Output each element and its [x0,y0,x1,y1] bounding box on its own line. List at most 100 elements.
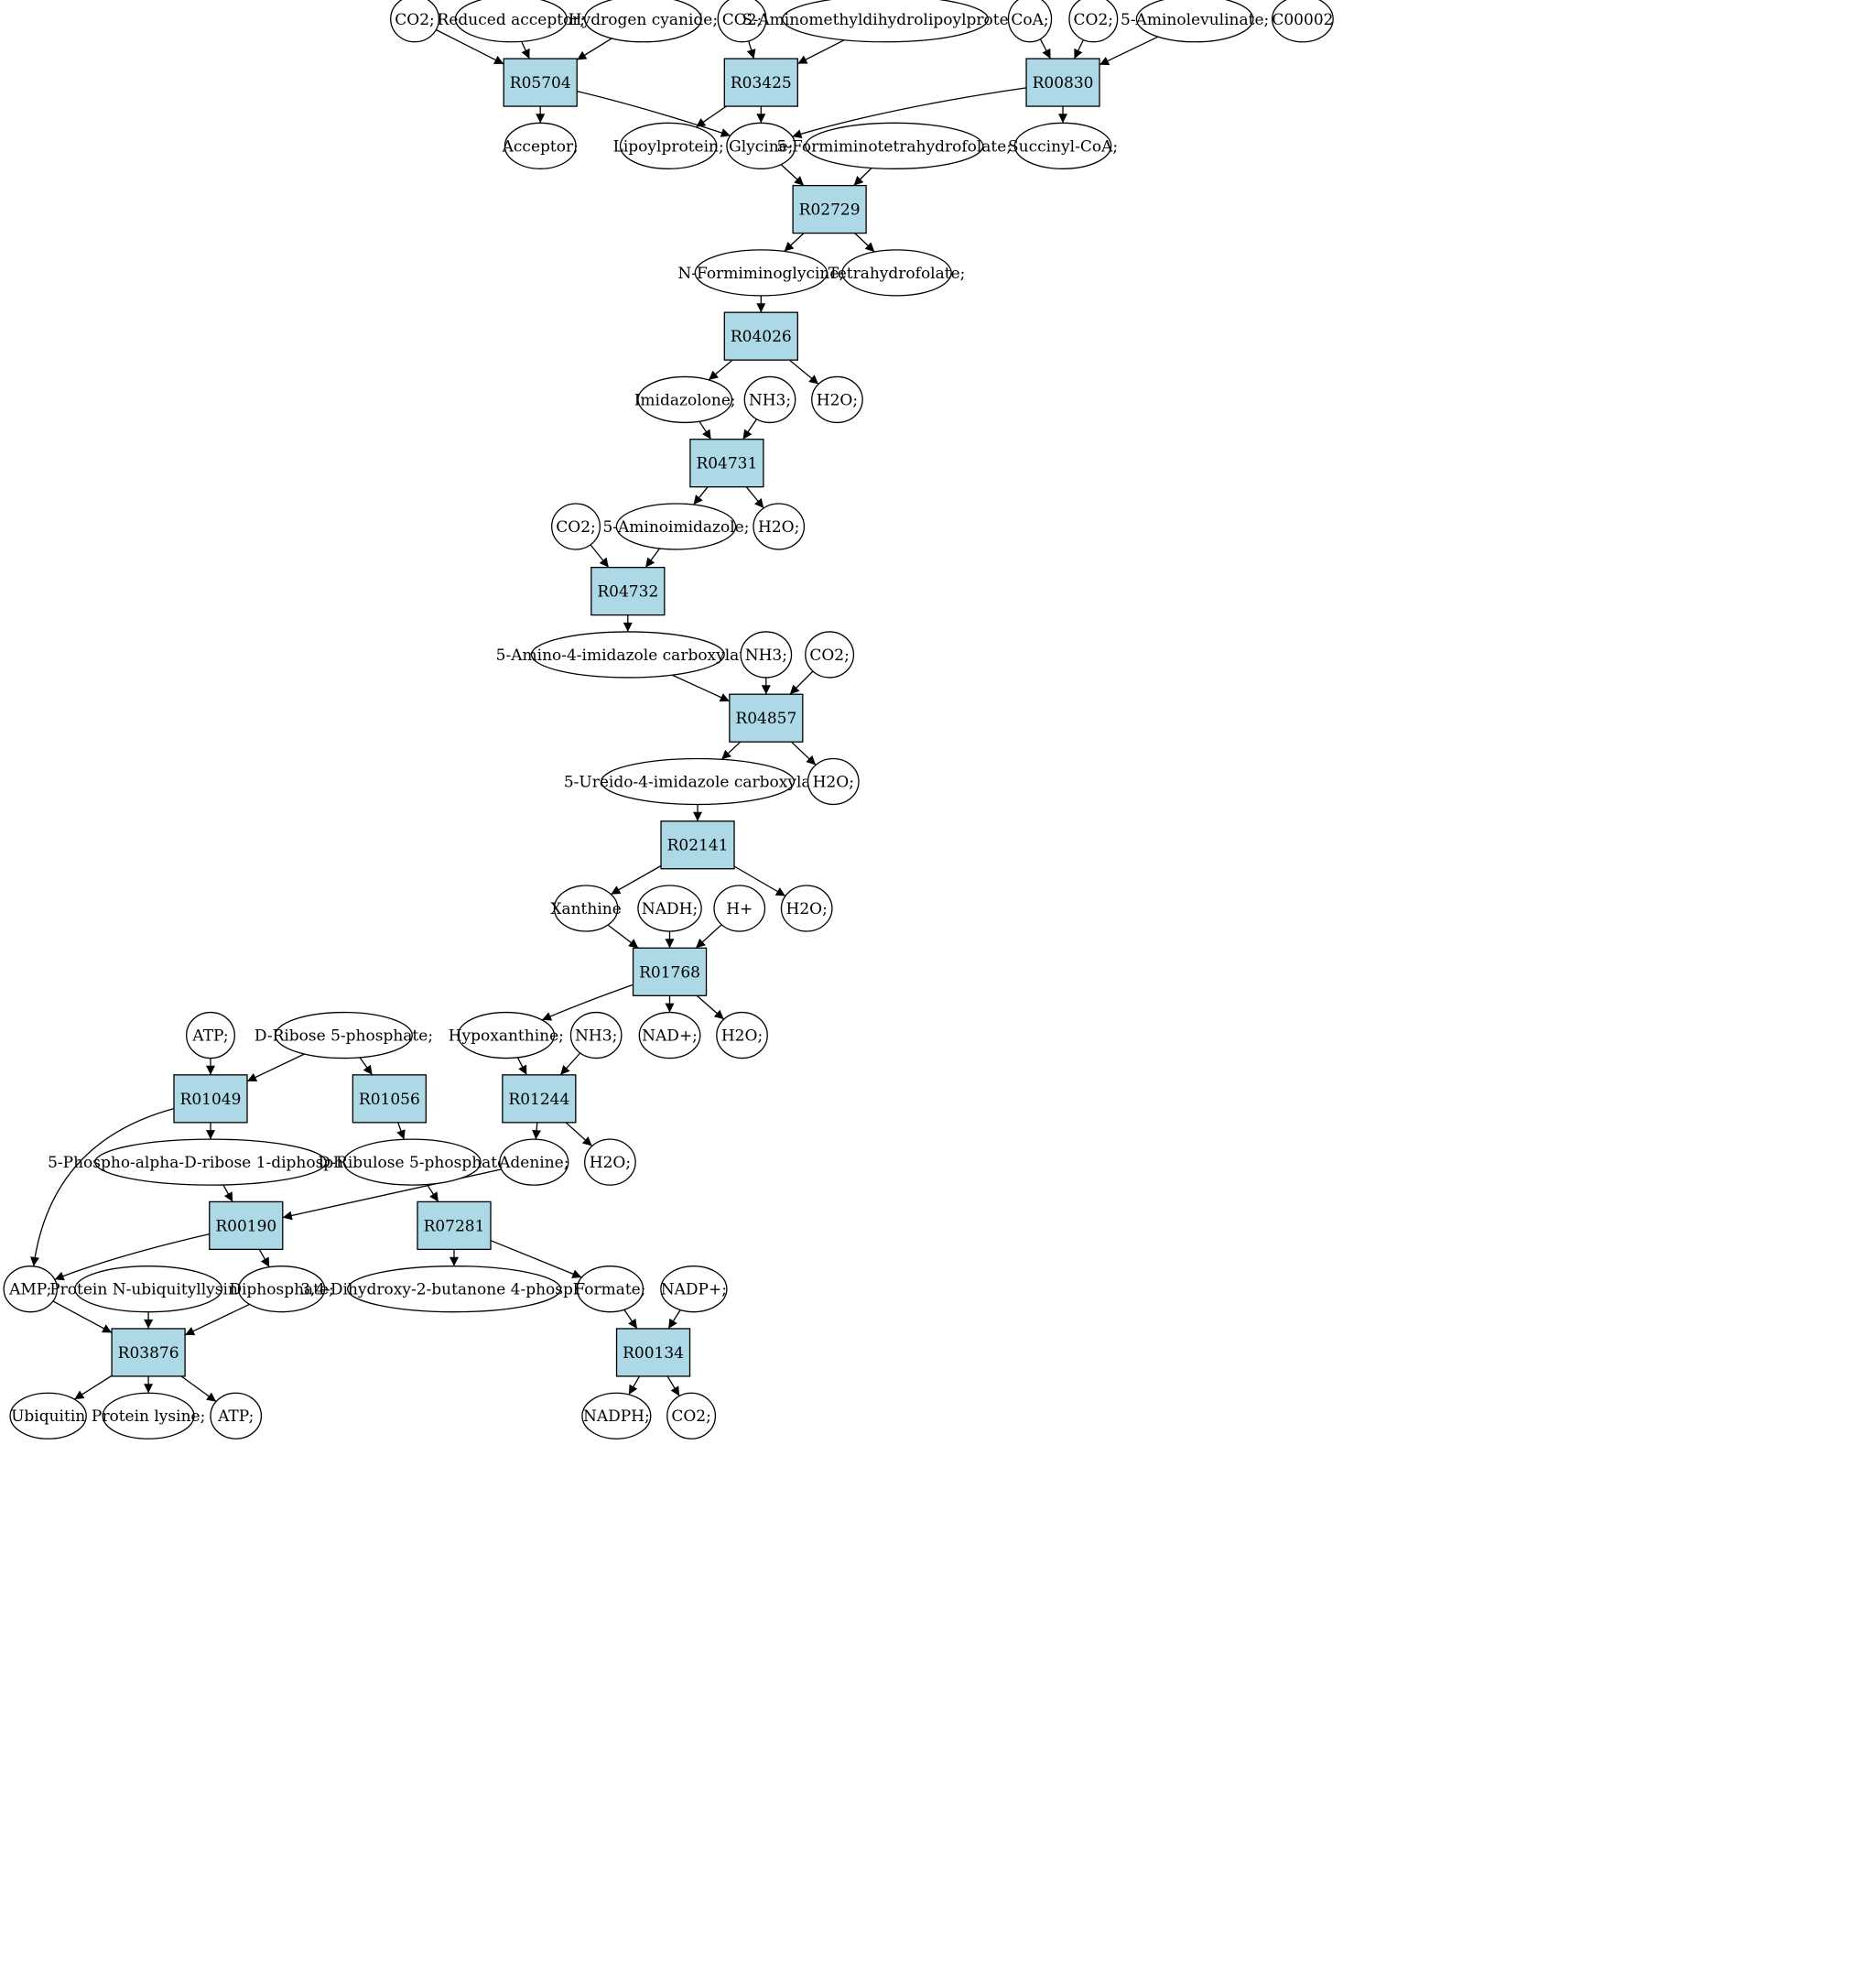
compound-label: NAD+; [642,1027,698,1046]
reaction-node-r04026[interactable]: R04026 [723,311,798,361]
compound-node-atp-1[interactable]: ATP; [186,1011,235,1059]
compound-node-succcoa[interactable]: Succinyl-CoA; [1008,122,1118,169]
compound-ellipse [713,885,766,932]
compound-node-ubiquitin[interactable]: Ubiquitin [9,1392,87,1439]
compound-node-hypox[interactable]: Hypoxanthine; [449,1011,564,1059]
edge-c-nh3-3-to-r01244 [559,1052,581,1076]
compound-label: 5-Aminolevulinate; [1121,11,1269,29]
compound-node-hcn[interactable]: Hydrogen cyanide; [569,0,718,43]
compound-node-dhbp[interactable]: 3,4-Dihydroxy-2-butanone 4-phosphate [300,1266,608,1313]
compound-node-nformgly[interactable]: N-Formiminoglycine; [677,249,844,297]
compound-label: NADH; [642,900,698,918]
compound-node-co2-6[interactable]: CO2; [666,1392,717,1439]
compound-node-diphos[interactable]: Diphosphate; [229,1266,334,1313]
reaction-node-r03876[interactable]: R03876 [111,1328,186,1377]
compound-node-co2-3[interactable]: CO2; [1068,0,1119,43]
compound-node-aicarbox[interactable]: 5-Amino-4-imidazole carboxylate; [496,631,760,679]
compound-ellipse [94,1138,327,1186]
compound-node-c00002[interactable]: C00002 [1272,0,1334,43]
compound-node-nh3-3[interactable]: NH3; [569,1011,623,1059]
compound-node-imidazolone[interactable]: Imidazolone; [634,375,736,424]
compound-node-ru5p[interactable]: D-Ribulose 5-phosphate [318,1138,506,1186]
compound-ellipse [841,249,952,297]
reaction-node-r07281[interactable]: R07281 [417,1200,492,1251]
reaction-node-r01768[interactable]: R01768 [632,947,708,996]
compound-label: Tetrahydrofolate; [829,265,966,283]
compound-ellipse [342,1138,482,1186]
compound-node-h2o-4[interactable]: H2O; [780,885,833,932]
compound-label: D-Ribose 5-phosphate; [255,1027,433,1046]
compound-ellipse [390,0,440,43]
compound-node-h2o-3[interactable]: H2O; [807,757,860,806]
reaction-label: R07281 [424,1217,485,1235]
edge-r02141-to-c-xanthine [610,864,662,896]
compound-node-formthf[interactable]: 5-Formiminotetrahydrofolate; [776,122,1012,169]
compound-node-h2o-5[interactable]: H2O; [716,1011,768,1059]
reaction-node-r01049[interactable]: R01049 [173,1074,248,1124]
compound-ellipse [9,1392,87,1439]
reaction-node-r03425[interactable]: R03425 [723,58,798,107]
compound-node-lipoyl[interactable]: Lipoylprotein; [613,122,724,169]
compound-node-redacc[interactable]: Reduced acceptor; [438,0,586,43]
compound-node-formate[interactable]: Formate; [574,1266,645,1313]
compound-node-h2o-1[interactable]: H2O; [811,375,863,424]
compound-node-co2-4[interactable]: CO2; [551,503,601,550]
compound-node-nadph[interactable]: NADPH; [581,1392,652,1439]
reaction-node-r04857[interactable]: R04857 [729,693,804,743]
compound-label: Imidazolone; [634,391,736,409]
compound-node-nh3-1[interactable]: NH3; [743,375,796,424]
edges-layer [30,28,1159,1403]
compound-label: CO2; [722,11,763,29]
compound-node-co2-1[interactable]: CO2; [390,0,440,43]
reaction-node-r02141[interactable]: R02141 [660,820,735,870]
compound-node-h2o-2[interactable]: H2O; [753,503,806,550]
reaction-node-r04731[interactable]: R04731 [689,439,764,488]
compound-node-h2o-6[interactable]: H2O; [584,1138,636,1186]
reaction-label: R02141 [667,837,729,855]
compound-node-xanthine[interactable]: Xanthine [550,885,622,932]
compound-node-protlys[interactable]: Protein lysine; [92,1392,205,1439]
nodes-layer: R05704 R03425 R00830R02729R04026R04731R047… [3,0,1334,1439]
compound-node-hplus[interactable]: H+ [713,885,766,932]
compound-node-co2-5[interactable]: CO2; [805,631,855,679]
compound-node-nadh[interactable]: NADH; [637,885,702,932]
reaction-node-r00134[interactable]: R00134 [615,1328,691,1377]
edge-c-diphos-to-r03876 [184,1303,250,1336]
reaction-node-r00830[interactable]: R00830 [1025,58,1100,107]
compound-node-amp[interactable]: AMP; [3,1266,58,1313]
compound-node-samdlp[interactable]: S-Aminomethyldihydrolipoylprotein; [742,0,1029,43]
reaction-label: R00190 [215,1217,276,1235]
edge-c-hypox-to-r01244 [516,1057,527,1076]
reaction-node-r00190[interactable]: R00190 [209,1200,284,1251]
edge-r04026-to-c-h2o-1 [789,359,819,385]
edge-r02141-to-c-h2o-4 [733,865,786,897]
compound-node-atp-2[interactable]: ATP; [210,1392,263,1439]
compound-node-prpp[interactable]: 5-Phospho-alpha-D-ribose 1-diphosphate; [48,1138,374,1186]
edge-r02729-to-c-nformgly [784,233,805,252]
compound-node-protnub[interactable]: Protein N-ubiquityllysine [49,1266,247,1313]
compound-node-co2-2[interactable]: CO2; [717,0,767,43]
compound-node-aminoimid[interactable]: 5-Aminoimidazole; [602,503,749,550]
compound-node-r5p[interactable]: D-Ribose 5-phosphate; [255,1011,433,1059]
compound-node-thf[interactable]: Tetrahydrofolate; [829,249,966,297]
compound-label: S-Aminomethyldihydrolipoylprotein; [742,11,1028,29]
reaction-node-r05704[interactable]: R05704 [503,58,578,107]
compound-node-nh3-2[interactable]: NH3; [740,631,793,679]
reaction-node-r01056[interactable]: R01056 [352,1074,427,1124]
compound-node-acceptor[interactable]: Acceptor; [502,122,579,169]
reaction-node-r01244[interactable]: R01244 [502,1074,577,1124]
edge-c-hcn-to-r05704 [576,38,612,60]
compound-node-nadplus[interactable]: NAD+; [638,1011,701,1059]
compound-ellipse [782,0,989,43]
compound-node-glycine[interactable]: Glycine; [726,122,796,169]
compound-node-nadpplus[interactable]: NADP+; [660,1266,728,1313]
compound-label: Succinyl-CoA; [1008,137,1118,156]
reaction-node-r04732[interactable]: R04732 [590,566,666,616]
compound-node-coa[interactable]: CoA; [1007,0,1053,43]
compound-ellipse [637,375,733,424]
edge-r00134-to-c-nadph [628,1375,641,1396]
compound-node-adenine[interactable]: Adenine; [498,1138,569,1186]
reaction-node-r02729[interactable]: R02729 [792,184,867,234]
compound-node-uicarbox[interactable]: 5-Ureido-4-imidazole carboxylate; [564,757,831,806]
compound-node-ala[interactable]: 5-Aminolevulinate; [1121,0,1269,43]
